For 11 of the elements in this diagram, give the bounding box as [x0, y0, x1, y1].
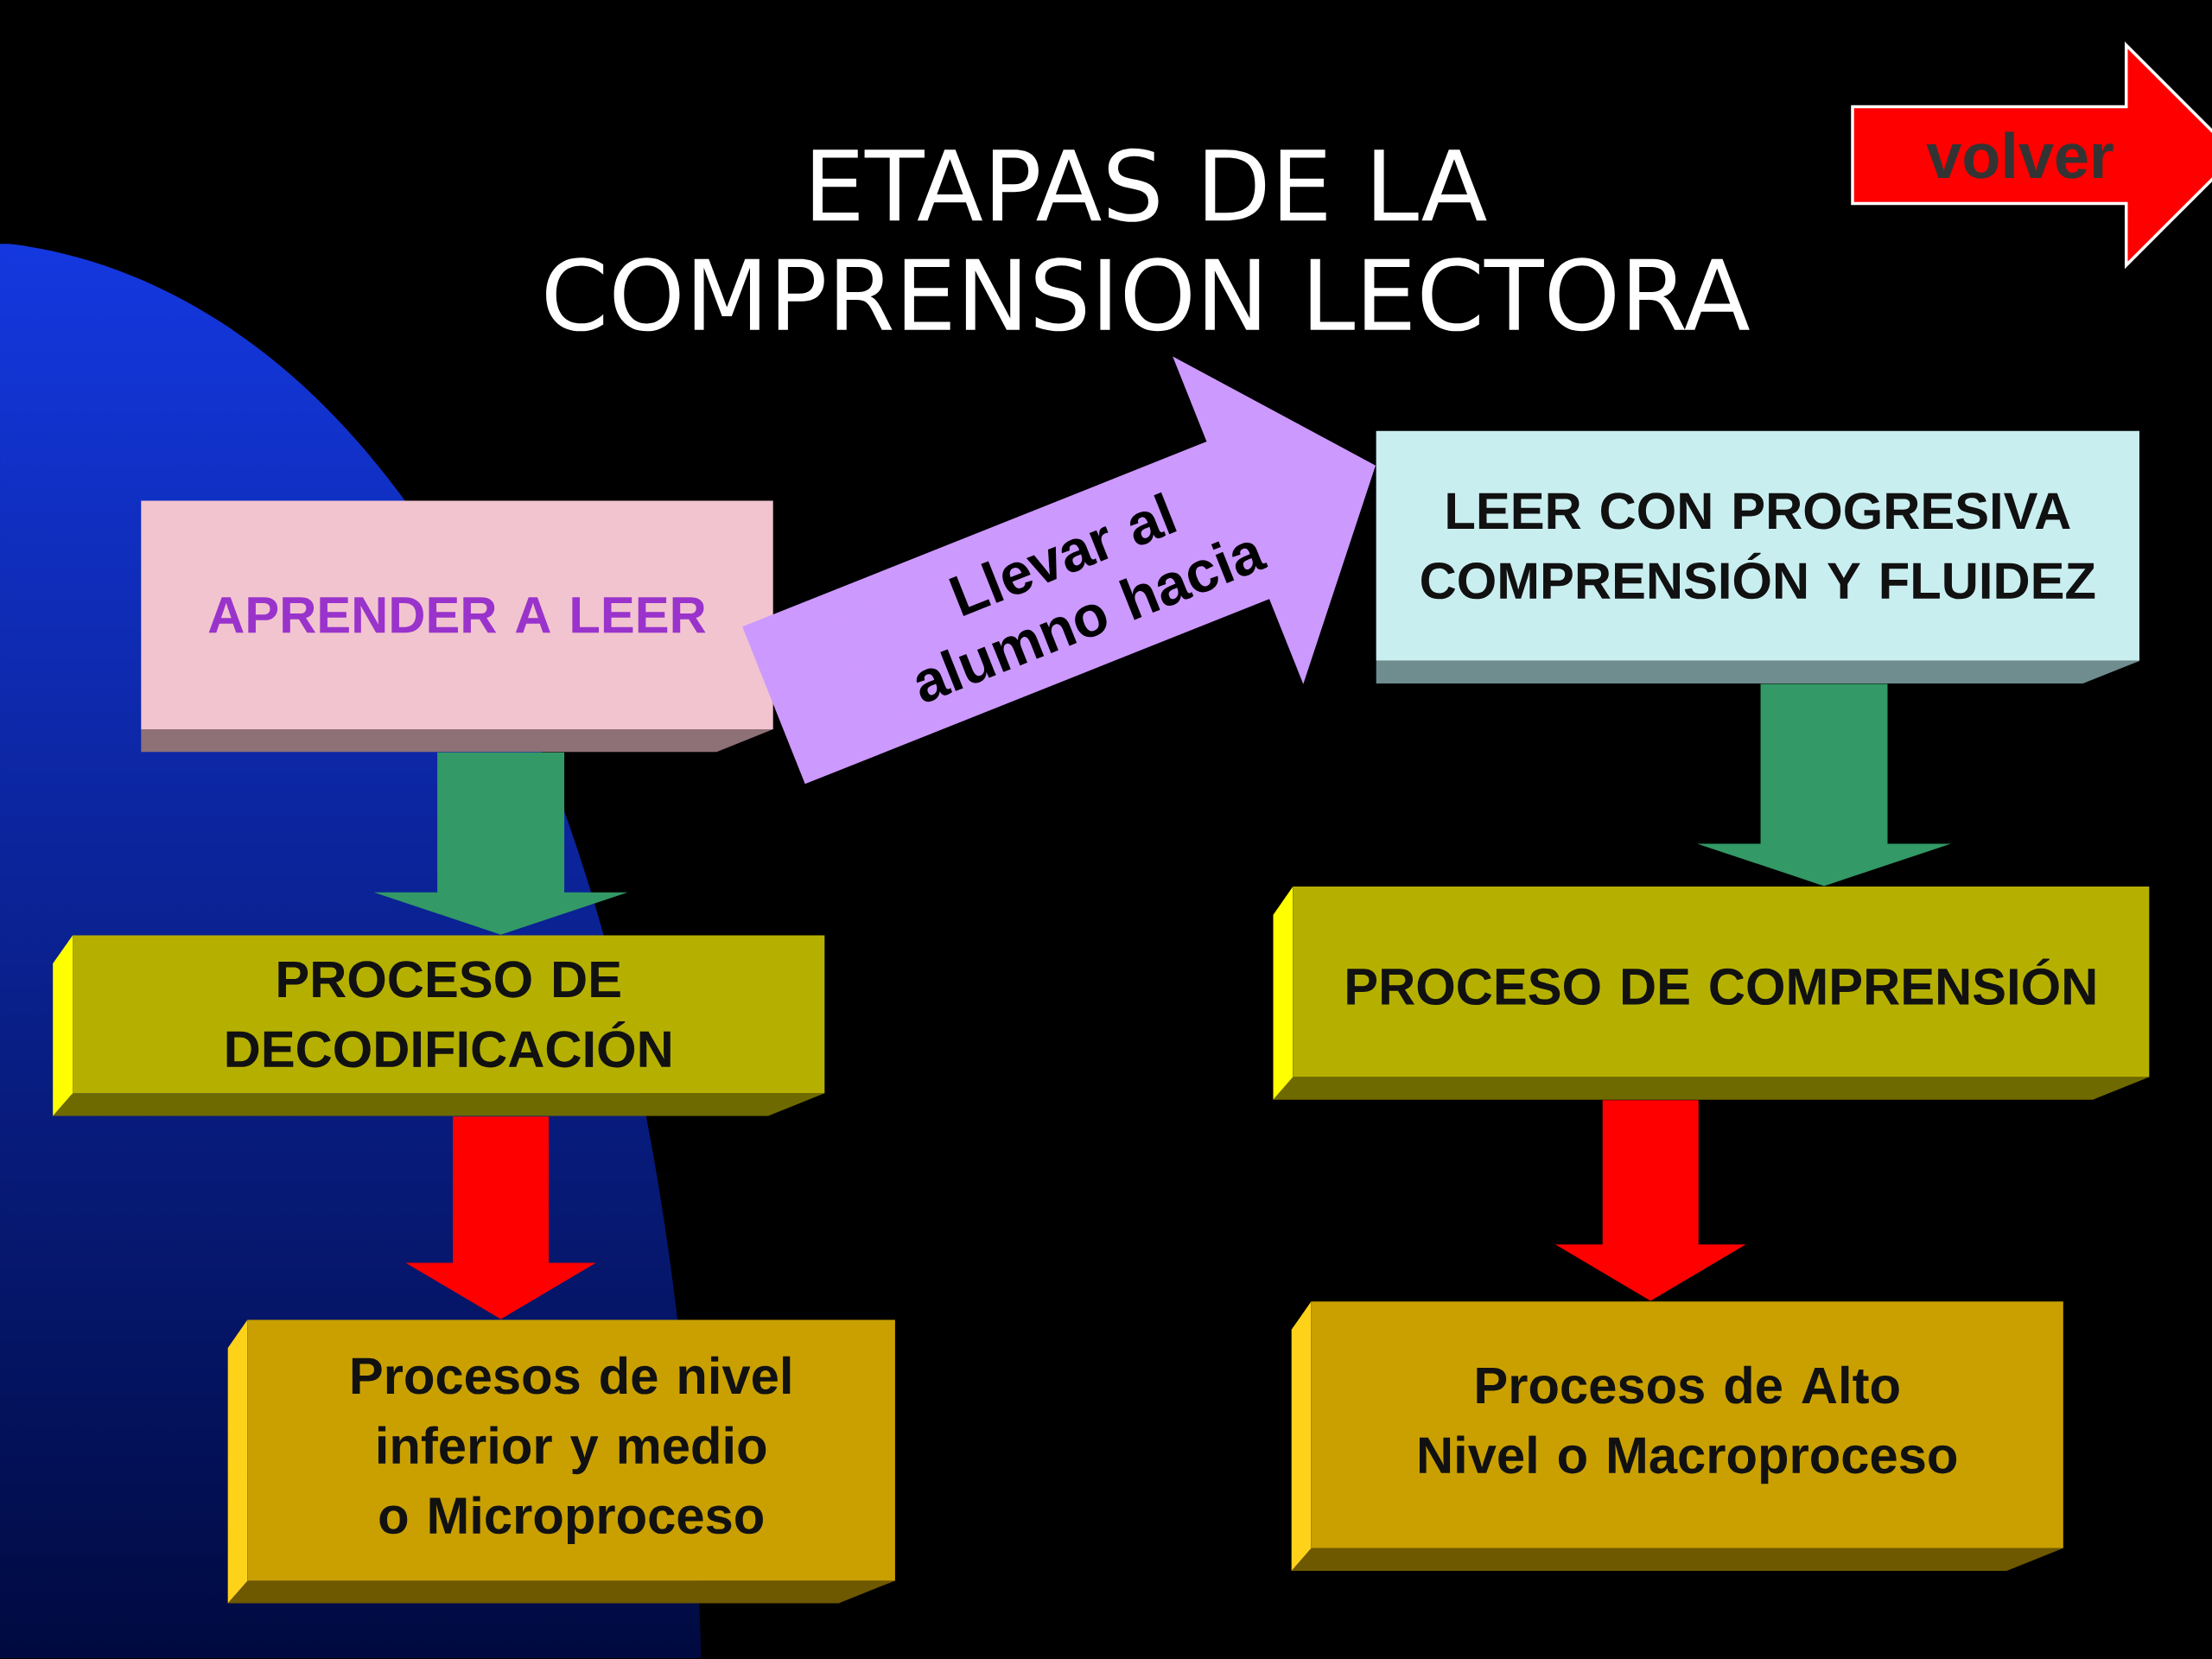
process-box: PROCESO DE DECODIFICACIÓN — [53, 935, 825, 1116]
process-box: LEER CON PROGRESIVA COMPRENSIÓN Y FLUIDEZ — [1376, 430, 2139, 683]
process-box: Procesos de nivel inferior y medio o Microproceso — [227, 1319, 895, 1604]
block-arrow — [405, 1116, 596, 1319]
block-arrow — [373, 752, 628, 935]
process-box: Procesos de Alto Nivel o Macroproceso — [1291, 1301, 2063, 1571]
title: ETAPAS DE LA COMPRENSION LECTORA — [546, 148, 1750, 332]
block-arrow — [1697, 683, 1951, 887]
block-arrow — [1555, 1100, 1746, 1301]
process-box: PROCESO DE COMPRENSIÓN — [1273, 887, 2150, 1100]
process-box: APRENDER A LEER — [141, 500, 773, 753]
